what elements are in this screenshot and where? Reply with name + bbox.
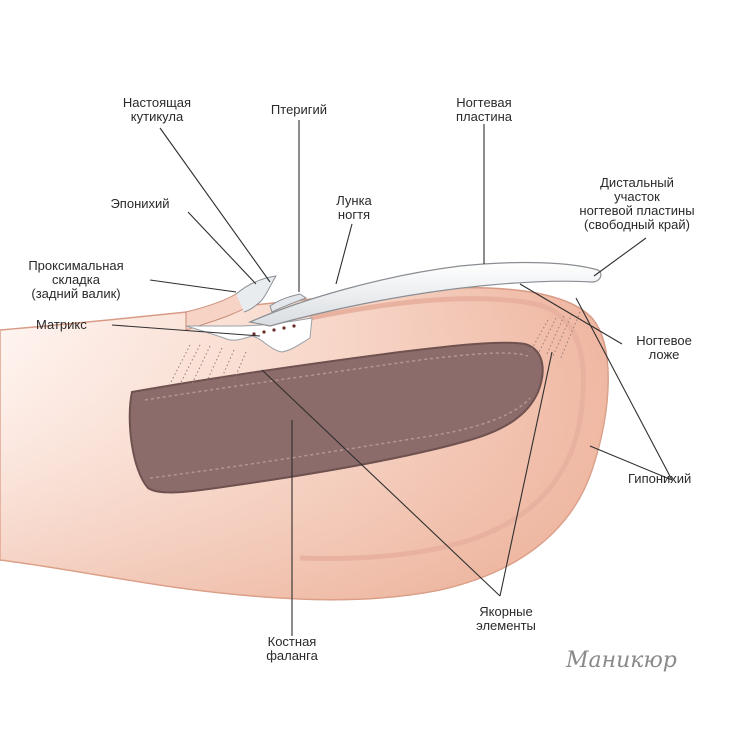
cuticle-shape — [235, 275, 278, 313]
label-proximal-fold: Проксимальная складка (задний валик) — [28, 258, 124, 301]
label-nail-bed: Ногтевое ложе — [636, 333, 692, 362]
label-eponychium: Эпонихий — [110, 196, 170, 211]
nail-bed-contour — [299, 296, 587, 561]
anchor-fibers — [169, 311, 581, 385]
label-pterygium: Птеригий — [270, 102, 328, 117]
bone-texture — [144, 352, 531, 479]
matrix-dot — [272, 328, 276, 332]
label-lunula: Лунка ногтя — [336, 193, 372, 222]
label-distal-part: Дистальный участок ногтевой пластины (св… — [579, 175, 695, 232]
leader-lines — [111, 120, 673, 636]
label-bone-phalanx: Костная фаланга — [266, 634, 318, 663]
matrix-dot — [262, 330, 266, 334]
bone-phalanx — [128, 341, 544, 494]
nail-plate-shape — [248, 261, 602, 327]
matrix-dot — [282, 326, 286, 330]
pterygium-shape — [269, 293, 308, 313]
label-anchor-elements: Якорные элементы — [476, 604, 536, 633]
label-true-cuticle: Настоящая кутикула — [122, 95, 192, 124]
label-hyponychium: Гипонихий — [628, 471, 692, 486]
label-nail-plate: Ногтевая пластина — [456, 95, 512, 124]
matrix-dot — [292, 324, 296, 328]
label-matrix: Матрикс — [36, 317, 87, 332]
brand-logo: Маникюр — [566, 648, 677, 673]
matrix-dot — [252, 332, 256, 336]
